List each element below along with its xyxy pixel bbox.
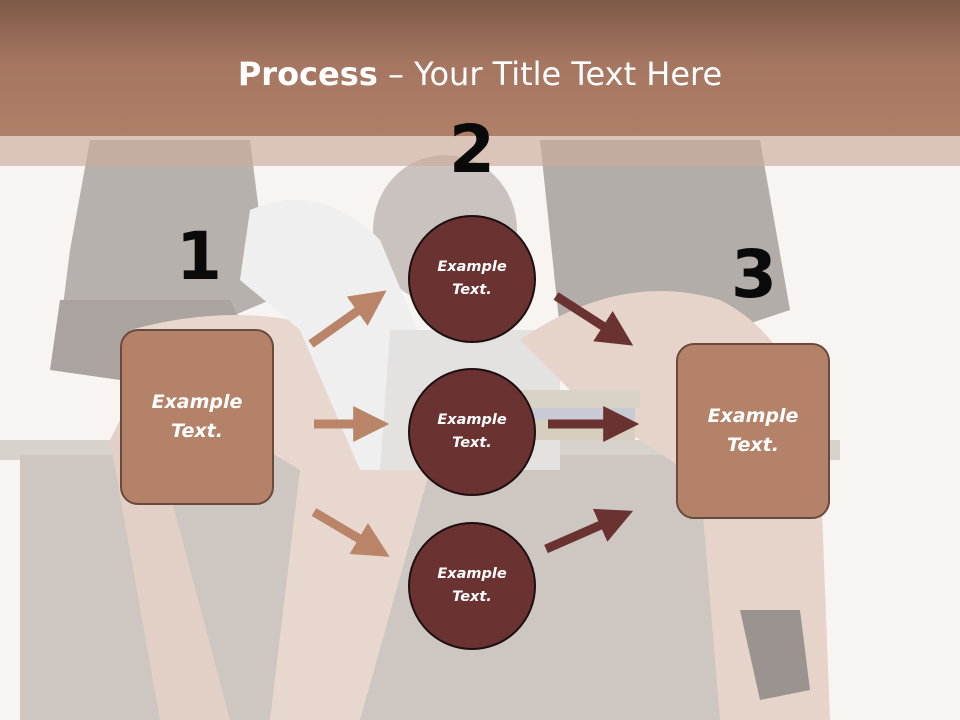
header-stripe	[0, 136, 960, 166]
step-number-1: 1	[176, 218, 222, 295]
circle-top: Example Text.	[408, 215, 536, 343]
title-bold: Process	[237, 55, 378, 93]
slide-title: Process – Your Title Text Here	[0, 52, 960, 96]
right-box-label: Example Text.	[707, 405, 799, 456]
step-number-2: 2	[449, 111, 495, 188]
step-number-3: 3	[731, 236, 777, 313]
header-band	[0, 0, 960, 136]
circle-top-label: Example Text.	[437, 259, 507, 298]
circle-middle: Example Text.	[408, 368, 536, 496]
left-box: Example Text.	[120, 329, 274, 505]
circle-middle-label: Example Text.	[437, 412, 507, 451]
circle-bottom-label: Example Text.	[437, 566, 507, 605]
title-rest: – Your Title Text Here	[377, 55, 723, 93]
circle-bottom: Example Text.	[408, 522, 536, 650]
right-box: Example Text.	[676, 343, 830, 519]
left-box-label: Example Text.	[151, 391, 243, 442]
